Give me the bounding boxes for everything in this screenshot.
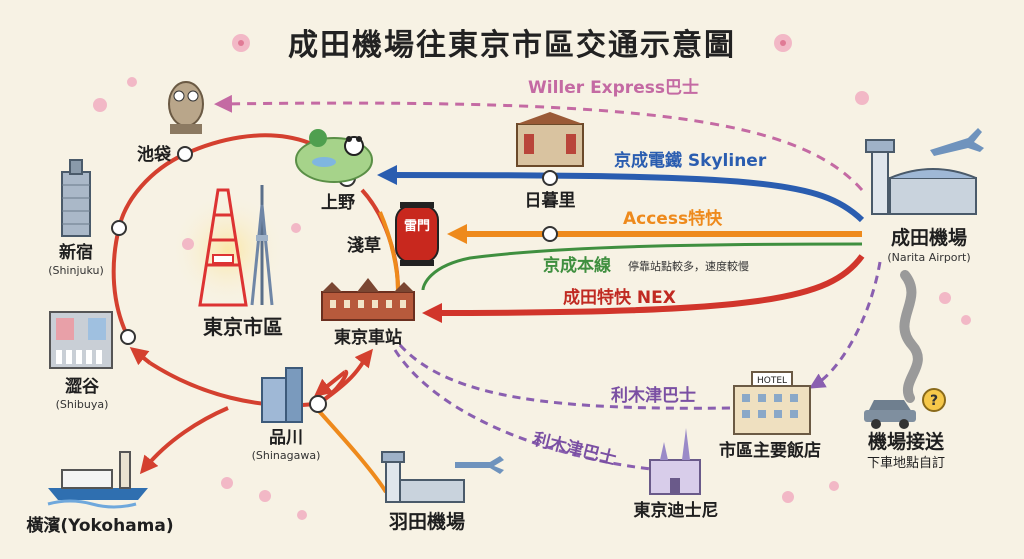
- limousine-hotel-label: 利木津巴士: [611, 385, 696, 406]
- yamanote-loop: [111, 133, 400, 494]
- narita-en-label: (Narita Airport): [887, 251, 970, 264]
- haneda-label: 羽田機場: [389, 510, 465, 533]
- tokyo-station-hotel-route: [398, 343, 731, 410]
- ueno-park-panda-icon: [295, 129, 373, 183]
- pickup-label: 機場接送: [868, 430, 945, 453]
- keisei-label: 京成本線: [543, 255, 611, 276]
- car-icon: [864, 400, 916, 429]
- limousine-disney-label: 利木津巴士: [531, 428, 619, 469]
- kaminarimon-lantern-icon: 雷門: [395, 202, 439, 266]
- narita-label: 成田機場: [891, 226, 967, 249]
- limousine-disney-route: [393, 349, 661, 472]
- keisei-note: 停靠站點較多，速度較慢: [628, 259, 749, 273]
- shinagawa-label: 品川: [269, 428, 303, 448]
- nex-label: 成田特快 NEX: [563, 287, 676, 308]
- hotels-label: 市區主要飯店: [719, 440, 821, 461]
- question-mark-icon: ?: [922, 388, 946, 412]
- limousine-hotel-route: [809, 261, 882, 389]
- tokyo-tower-icon: [198, 188, 248, 307]
- asakusa-label: 淺草: [347, 235, 381, 256]
- yokohama-ship-icon: [47, 451, 148, 509]
- ueno-label: 上野: [321, 193, 355, 213]
- keisei-route: [421, 242, 863, 291]
- pickup-road: [899, 270, 923, 403]
- cherry-blossom-icon: [93, 77, 971, 520]
- shinjuku-en-label: (Shinjuku): [48, 264, 104, 277]
- pickup-note: 下車地點自訂: [867, 455, 945, 471]
- disney-castle-icon: [649, 428, 701, 495]
- narita-airport-icon: [865, 139, 977, 215]
- map-title: 成田機場往東京市區交通示意圖: [288, 28, 736, 63]
- owl-statue-icon: [168, 81, 204, 134]
- willer-route: [214, 94, 864, 191]
- ikebukuro-label: 池袋: [137, 144, 172, 165]
- shinjuku-building-icon: [61, 159, 91, 237]
- shibuya-crossing-icon: [49, 311, 113, 369]
- skytree-icon: [250, 185, 274, 306]
- nippori-label: 日暮里: [525, 190, 576, 211]
- tokyo-city-icon: [170, 185, 286, 308]
- shinagawa-building-icon: [261, 367, 303, 423]
- skyliner-route: [377, 165, 865, 223]
- title-blossom-right: [774, 34, 792, 52]
- tokyo-station-label: 東京車站: [334, 327, 402, 348]
- shibuya-en-label: (Shibuya): [56, 398, 109, 411]
- disney-label: 東京迪士尼: [634, 500, 719, 521]
- hotel-icon: HOTEL: [733, 371, 811, 435]
- yokohama-label: 橫濱(Yokohama): [26, 515, 173, 536]
- kaminarimon-label: 雷門: [404, 218, 430, 234]
- title-blossom-left: [232, 34, 250, 52]
- tokyo-city-label: 東京市區: [203, 315, 283, 339]
- shibuya-label: 澀谷: [65, 377, 100, 397]
- skyliner-label: 京成電鐵 Skyliner: [614, 150, 767, 171]
- shinagawa-en-label: (Shinagawa): [252, 449, 321, 462]
- willer-label: Willer Express巴士: [528, 77, 699, 98]
- haneda-airport-icon: [381, 451, 465, 503]
- nex-route: [422, 254, 865, 323]
- hotel-sign: HOTEL: [757, 376, 787, 386]
- airplane-icon: [455, 456, 504, 474]
- access-label: Access特快: [623, 208, 723, 229]
- svg-text:?: ?: [930, 393, 938, 409]
- nippori-street-icon: [516, 112, 584, 167]
- tokyo-station-building-icon: [321, 278, 415, 321]
- shinjuku-label: 新宿: [59, 242, 93, 263]
- narita-airplane-icon: [930, 128, 984, 156]
